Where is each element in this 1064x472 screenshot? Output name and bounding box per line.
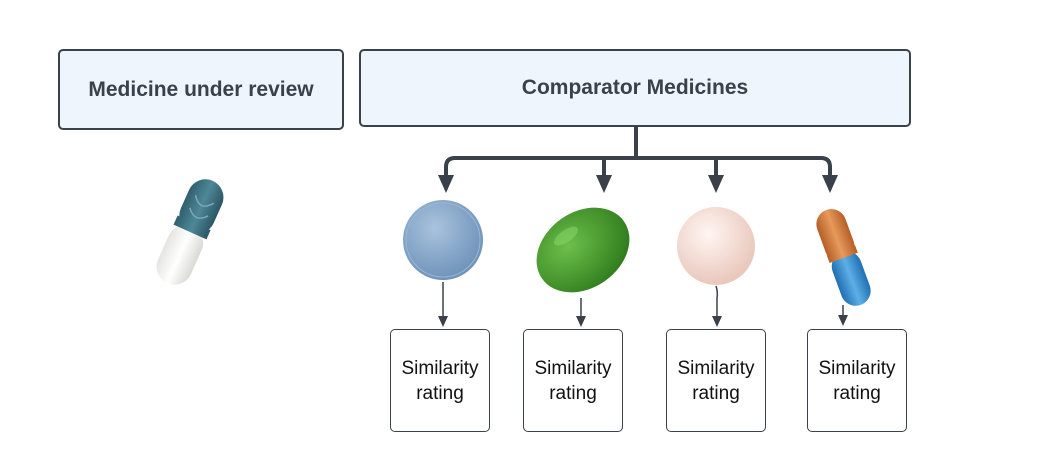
blue-round-tablet-icon	[403, 200, 483, 280]
connector-arrowheads	[438, 175, 838, 193]
similarity-rating-label: Similarity rating	[677, 357, 755, 404]
comparator-medicines-label: Comparator Medicines	[521, 76, 749, 99]
pink-round-tablet-icon	[677, 207, 755, 285]
connector-bracket	[444, 127, 832, 175]
similarity-rating-label: Similarity rating	[401, 357, 479, 404]
green-softgel-icon	[536, 207, 630, 293]
similarity-rating-box: Similarity rating	[390, 329, 490, 432]
rating-arrowheads	[438, 315, 848, 327]
similarity-rating-box: Similarity rating	[523, 329, 623, 432]
orange-blue-capsule-icon	[816, 209, 871, 306]
similarity-rating-box: Similarity rating	[807, 329, 907, 432]
comparator-medicines-box: Comparator Medicines	[359, 49, 911, 127]
similarity-rating-box: Similarity rating	[666, 329, 766, 432]
similarity-rating-label: Similarity rating	[818, 357, 896, 404]
similarity-rating-label: Similarity rating	[534, 357, 612, 404]
medicine-under-review-box: Medicine under review	[58, 49, 344, 130]
medicine-under-review-label: Medicine under review	[88, 77, 314, 101]
rating-arrows	[442, 282, 844, 318]
review-capsule-icon	[156, 179, 224, 285]
